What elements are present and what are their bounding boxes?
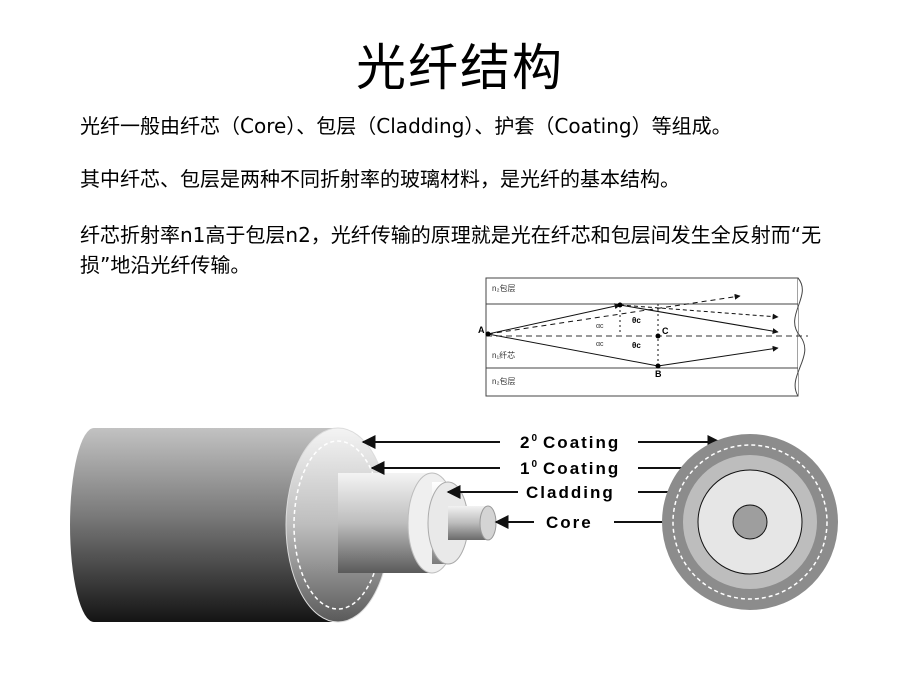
fiber-cross-section bbox=[662, 434, 838, 610]
alpha-top-label: αc bbox=[596, 323, 604, 330]
cladding-bottom-label: n₂包层 bbox=[492, 376, 516, 386]
reflection-point-dot bbox=[617, 302, 623, 308]
theta-bottom-label: θc bbox=[632, 341, 641, 350]
coating2-callout: 20 Coating bbox=[361, 433, 722, 452]
point-b-label: B bbox=[655, 369, 662, 379]
coating2-number: 2 bbox=[520, 433, 531, 452]
escaping-ray bbox=[487, 293, 741, 335]
cladding-label: Cladding bbox=[526, 483, 615, 502]
theta-top-label: θc bbox=[632, 316, 641, 325]
reflected-ray-up bbox=[487, 303, 621, 335]
refracted-ray bbox=[619, 304, 779, 320]
point-a-label: A bbox=[478, 325, 485, 335]
point-a-dot bbox=[485, 331, 491, 337]
alpha-bottom-label: αc bbox=[596, 341, 604, 348]
core-label: n₁纤芯 bbox=[492, 350, 515, 360]
cladding-top-label: n₂包层 bbox=[492, 283, 516, 293]
slide-title: 光纤结构 bbox=[356, 39, 564, 97]
intro-paragraph: 光纤一般由纤芯（Core）、包层（Cladding）、护套（Coating）等组… bbox=[80, 114, 732, 138]
reflected-ray-from-b bbox=[657, 345, 779, 367]
coating1-callout: 10 Coating bbox=[370, 459, 722, 478]
ray-to-b bbox=[487, 333, 659, 367]
principle-paragraph: 纤芯折射率n1高于包层n2，光纤传输的原理就是光在纤芯和包层间发生全反射而“无损… bbox=[80, 223, 822, 277]
core-label: Core bbox=[546, 513, 593, 532]
diagram-frame bbox=[485, 277, 799, 397]
reflected-ray-down-1 bbox=[619, 304, 779, 335]
coating2-superscript: 0 bbox=[531, 433, 539, 444]
coating1-word: Coating bbox=[543, 459, 620, 478]
ray-diagram: n₂包层 n₁纤芯 n₂包层 A C B θc θc αc αc bbox=[478, 277, 808, 397]
coating2-word: Coating bbox=[543, 433, 620, 452]
coating1-superscript: 0 bbox=[531, 459, 539, 470]
point-c-label: C bbox=[662, 326, 669, 336]
point-b-dot bbox=[655, 363, 661, 369]
coating1-number: 1 bbox=[520, 459, 531, 478]
material-paragraph: 其中纤芯、包层是两种不同折射率的玻璃材料，是光纤的基本结构。 bbox=[80, 167, 680, 191]
core-cylinder bbox=[448, 505, 497, 541]
point-c-dot bbox=[655, 333, 661, 339]
